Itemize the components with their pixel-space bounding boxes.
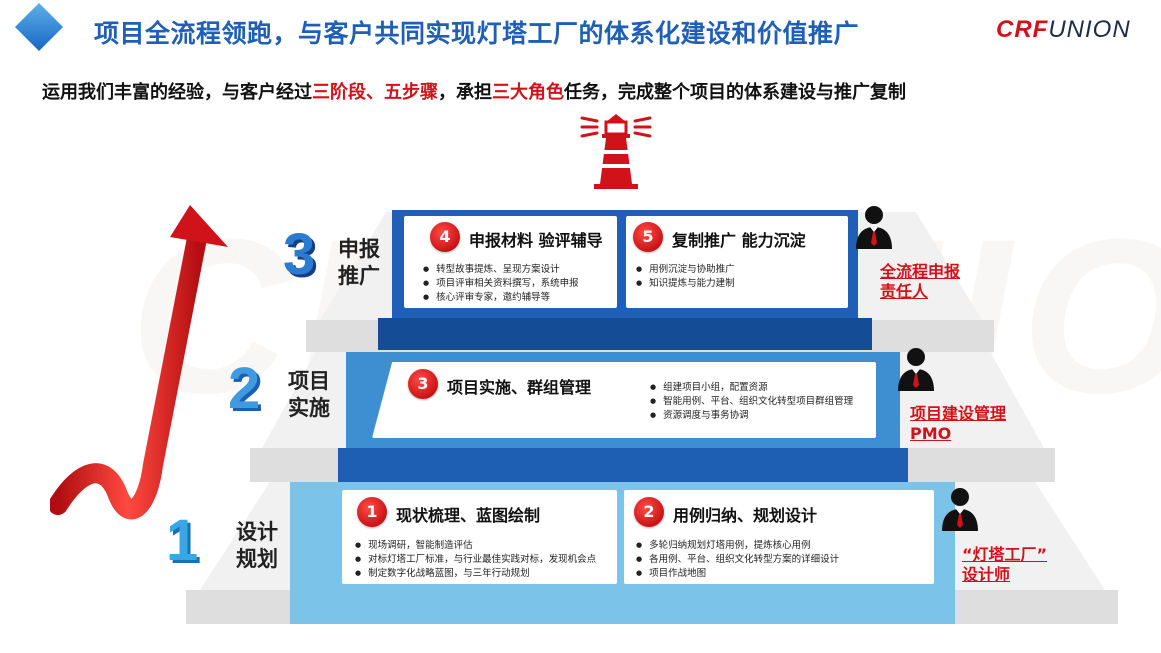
step3-title: 项目实施、群组管理 xyxy=(447,378,592,397)
step4-title: 申报材料 验评辅导 xyxy=(469,231,603,250)
phase3-number: 3 xyxy=(283,222,316,287)
lighthouse-icon xyxy=(580,114,652,189)
list-item: 核心评审专家，邀约辅导等 xyxy=(423,291,579,305)
step1-badge: 1 xyxy=(357,497,387,527)
step2-bullet-list: 多轮归纳规划灯塔用例，提炼核心用例 各用例、平台、组织文化转型方案的详细设计 项… xyxy=(636,539,839,581)
role-designer: “灯塔工厂”设计师 xyxy=(962,545,1048,584)
step5-badge: 5 xyxy=(633,222,663,252)
list-item: 用例沉淀与协助推广 xyxy=(636,263,735,277)
list-item: 资源调度与事务协调 xyxy=(650,409,853,423)
phase2-label: 项目实施 xyxy=(288,369,330,420)
phase2-number: 2 xyxy=(228,356,261,421)
step2-badge: 2 xyxy=(634,497,664,527)
step4-badge: 4 xyxy=(430,222,460,252)
list-item: 项目评审相关资料撰写，系统申报 xyxy=(423,277,579,291)
role-application-owner: 全流程申报责任人 xyxy=(880,262,961,301)
step5-bullet-list: 用例沉淀与协助推广 知识提炼与能力建制 xyxy=(636,263,735,291)
businessman-icon xyxy=(942,488,978,531)
list-item: 制定数字化战略蓝图，与三年行动规划 xyxy=(355,567,596,581)
step5-title: 复制推广 能力沉淀 xyxy=(672,231,806,250)
list-item: 各用例、平台、组织文化转型方案的详细设计 xyxy=(636,553,839,567)
step3-bullet-list: 组建项目小组，配置资源 智能用例、平台、组织文化转型项目群组管理 资源调度与事务… xyxy=(650,381,853,423)
phase1-label: 设计规划 xyxy=(236,520,278,571)
page-subtitle: 运用我们丰富的经验，与客户经过三阶段、五步骤，承担三大角色任务，完成整个项目的体… xyxy=(42,82,906,103)
step1-bullet-list: 现场调研，智能制造评估 对标灯塔工厂标准，与行业最佳实践对标，发现机会点 制定数… xyxy=(355,539,596,581)
phase3-label: 申报推广 xyxy=(338,237,380,288)
list-item: 知识提炼与能力建制 xyxy=(636,277,735,291)
businessman-icon xyxy=(898,348,934,391)
phase1-number: 1 xyxy=(166,508,199,573)
list-item: 现场调研，智能制造评估 xyxy=(355,539,596,553)
list-item: 转型故事提炼、呈现方案设计 xyxy=(423,263,579,277)
diamond-bullet-icon xyxy=(14,2,64,52)
step4-bullet-list: 转型故事提炼、呈现方案设计 项目评审相关资料撰写，系统申报 核心评审专家，邀约辅… xyxy=(423,263,579,305)
growth-arrow-icon xyxy=(50,205,228,520)
step3-badge: 3 xyxy=(408,369,438,399)
tier2-platform-front xyxy=(338,448,908,482)
step1-title: 现状梳理、蓝图绘制 xyxy=(396,506,541,525)
tier3-platform-front xyxy=(378,318,872,350)
list-item: 多轮归纳规划灯塔用例，提炼核心用例 xyxy=(636,539,839,553)
page-title: 项目全流程领跑，与客户共同实现灯塔工厂的体系化建设和价值推广 xyxy=(94,19,860,48)
list-item: 对标灯塔工厂标准，与行业最佳实践对标，发现机会点 xyxy=(355,553,596,567)
list-item: 项目作战地图 xyxy=(636,567,839,581)
list-item: 智能用例、平台、组织文化转型项目群组管理 xyxy=(650,395,853,409)
step2-title: 用例归纳、规划设计 xyxy=(673,506,818,525)
step5-card xyxy=(626,216,848,308)
company-logo: CRFUNION xyxy=(996,16,1131,43)
list-item: 组建项目小组，配置资源 xyxy=(650,381,853,395)
businessman-icon xyxy=(856,206,892,249)
